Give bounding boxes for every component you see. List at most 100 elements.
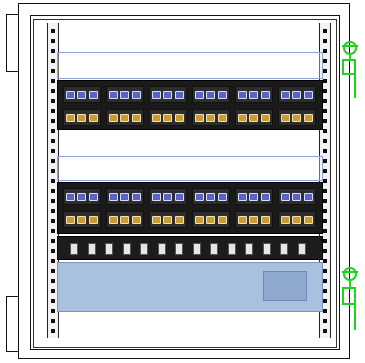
rj45-port	[131, 192, 141, 201]
rj45-port	[292, 90, 302, 99]
rail-hole	[323, 239, 327, 243]
rj45-port	[152, 90, 162, 99]
rj45-port	[206, 192, 216, 201]
rj45-port	[131, 113, 141, 122]
patch-panel-1	[57, 80, 323, 130]
rj45-port	[260, 90, 270, 99]
switch-1	[57, 52, 323, 79]
rj45-port	[281, 113, 291, 122]
rj45-port	[292, 215, 302, 224]
port-block	[63, 188, 101, 205]
patch-panel-2	[57, 182, 323, 234]
rail-hole	[51, 299, 55, 303]
rail-hole	[51, 59, 55, 63]
rj45-port	[238, 192, 248, 201]
rail-hole	[323, 299, 327, 303]
power-outlet	[245, 243, 253, 255]
rj45-port	[217, 90, 227, 99]
rail-hole	[51, 89, 55, 93]
rj45-port	[131, 90, 141, 99]
port-block	[192, 211, 230, 228]
rj45-port	[238, 113, 248, 122]
port-block	[63, 109, 101, 126]
rail-hole	[323, 39, 327, 43]
rj45-port	[281, 192, 291, 201]
rail-hole	[51, 269, 55, 273]
rj45-port	[303, 192, 313, 201]
port-block	[149, 109, 187, 126]
port-block	[149, 188, 187, 205]
rail-hole	[51, 149, 55, 153]
rail-hole	[323, 169, 327, 173]
rail-hole	[51, 159, 55, 163]
rj45-port	[174, 113, 184, 122]
rj45-port	[260, 215, 270, 224]
rj45-port	[174, 215, 184, 224]
rail-hole	[51, 129, 55, 133]
rail-hole	[323, 219, 327, 223]
cabinet-mounting-frame	[33, 19, 337, 348]
rj45-port	[260, 113, 270, 122]
rj45-port	[217, 113, 227, 122]
power-outlet	[87, 243, 96, 255]
port-block	[235, 86, 273, 103]
port-block	[63, 211, 101, 228]
rail-hole	[323, 259, 327, 263]
rail-hole	[323, 109, 327, 113]
rail-hole	[323, 79, 327, 83]
port-block	[149, 211, 187, 228]
power-outlet	[192, 243, 201, 255]
rail-hole	[51, 99, 55, 103]
rj45-port	[88, 215, 98, 224]
rj45-port	[120, 215, 130, 224]
rail-hole	[51, 79, 55, 83]
rj45-port	[206, 90, 216, 99]
rail-hole	[51, 119, 55, 123]
power-distribution-unit	[57, 236, 323, 260]
rj45-port	[281, 90, 291, 99]
rail-hole	[323, 59, 327, 63]
rj45-port	[249, 215, 259, 224]
power-outlet	[210, 243, 218, 255]
port-block	[192, 188, 230, 205]
power-outlet	[175, 243, 183, 255]
rail-hole	[323, 249, 327, 253]
rj45-port	[120, 192, 130, 201]
ups-display	[263, 271, 307, 301]
cabinet-inner-frame	[30, 15, 340, 350]
rj45-port	[163, 90, 173, 99]
rj45-port	[281, 215, 291, 224]
rail-hole	[323, 329, 327, 333]
rail-hole	[323, 269, 327, 273]
rail-hole	[51, 49, 55, 53]
rj45-port	[217, 192, 227, 201]
rail-hole	[323, 139, 327, 143]
rj45-port	[303, 215, 313, 224]
rail-hole	[323, 149, 327, 153]
rail-hole	[323, 209, 327, 213]
port-block	[192, 109, 230, 126]
port-block	[278, 109, 316, 126]
rj45-port	[249, 113, 259, 122]
rail-hole	[51, 259, 55, 263]
door-hinge-lower	[6, 296, 18, 352]
rj45-port	[174, 90, 184, 99]
rj45-port	[77, 113, 87, 122]
rj45-port	[120, 90, 130, 99]
rail-hole	[51, 139, 55, 143]
rail-hole	[323, 159, 327, 163]
rail-hole	[323, 309, 327, 313]
port-block	[235, 188, 273, 205]
rj45-port	[66, 90, 76, 99]
port-block	[235, 211, 273, 228]
rail-hole	[323, 49, 327, 53]
rail-hole	[51, 189, 55, 193]
rail-hole	[323, 199, 327, 203]
rj45-port	[195, 90, 205, 99]
port-block	[192, 86, 230, 103]
rj45-port	[174, 192, 184, 201]
port-block	[149, 86, 187, 103]
rj45-port	[206, 215, 216, 224]
port-block	[106, 211, 144, 228]
port-block	[106, 188, 144, 205]
